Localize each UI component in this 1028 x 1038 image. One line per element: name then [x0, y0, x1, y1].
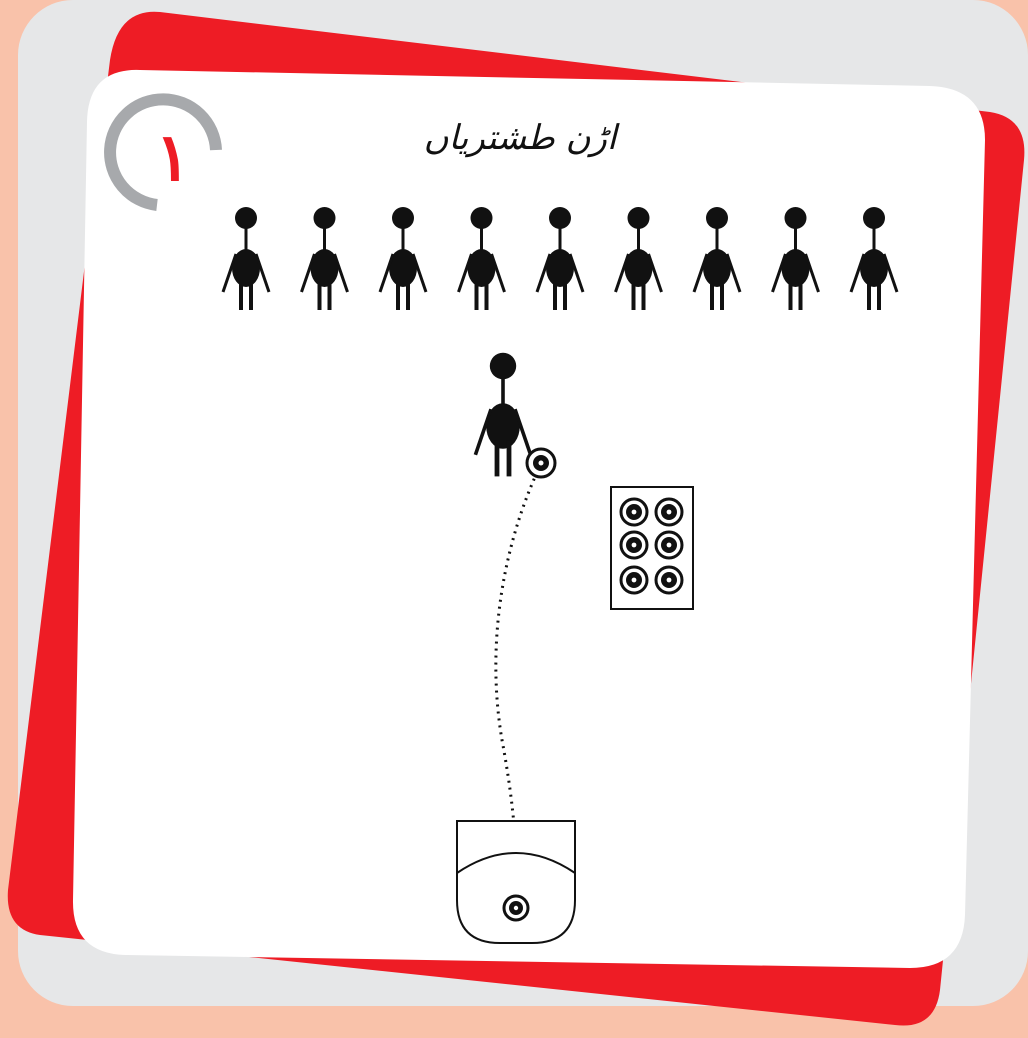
disc-in-goal [504, 896, 528, 920]
rack-disc [656, 532, 682, 558]
rack-disc [656, 567, 682, 593]
disc-in-hand [527, 449, 555, 477]
step-number: ۱ [148, 112, 198, 202]
rack-disc [621, 567, 647, 593]
disc-rack [611, 487, 693, 609]
rack-disc [621, 532, 647, 558]
rack-disc [656, 499, 682, 525]
goal-bucket [457, 821, 575, 943]
rack-disc [621, 499, 647, 525]
page-title: اڑن طشتریاں [300, 118, 740, 178]
